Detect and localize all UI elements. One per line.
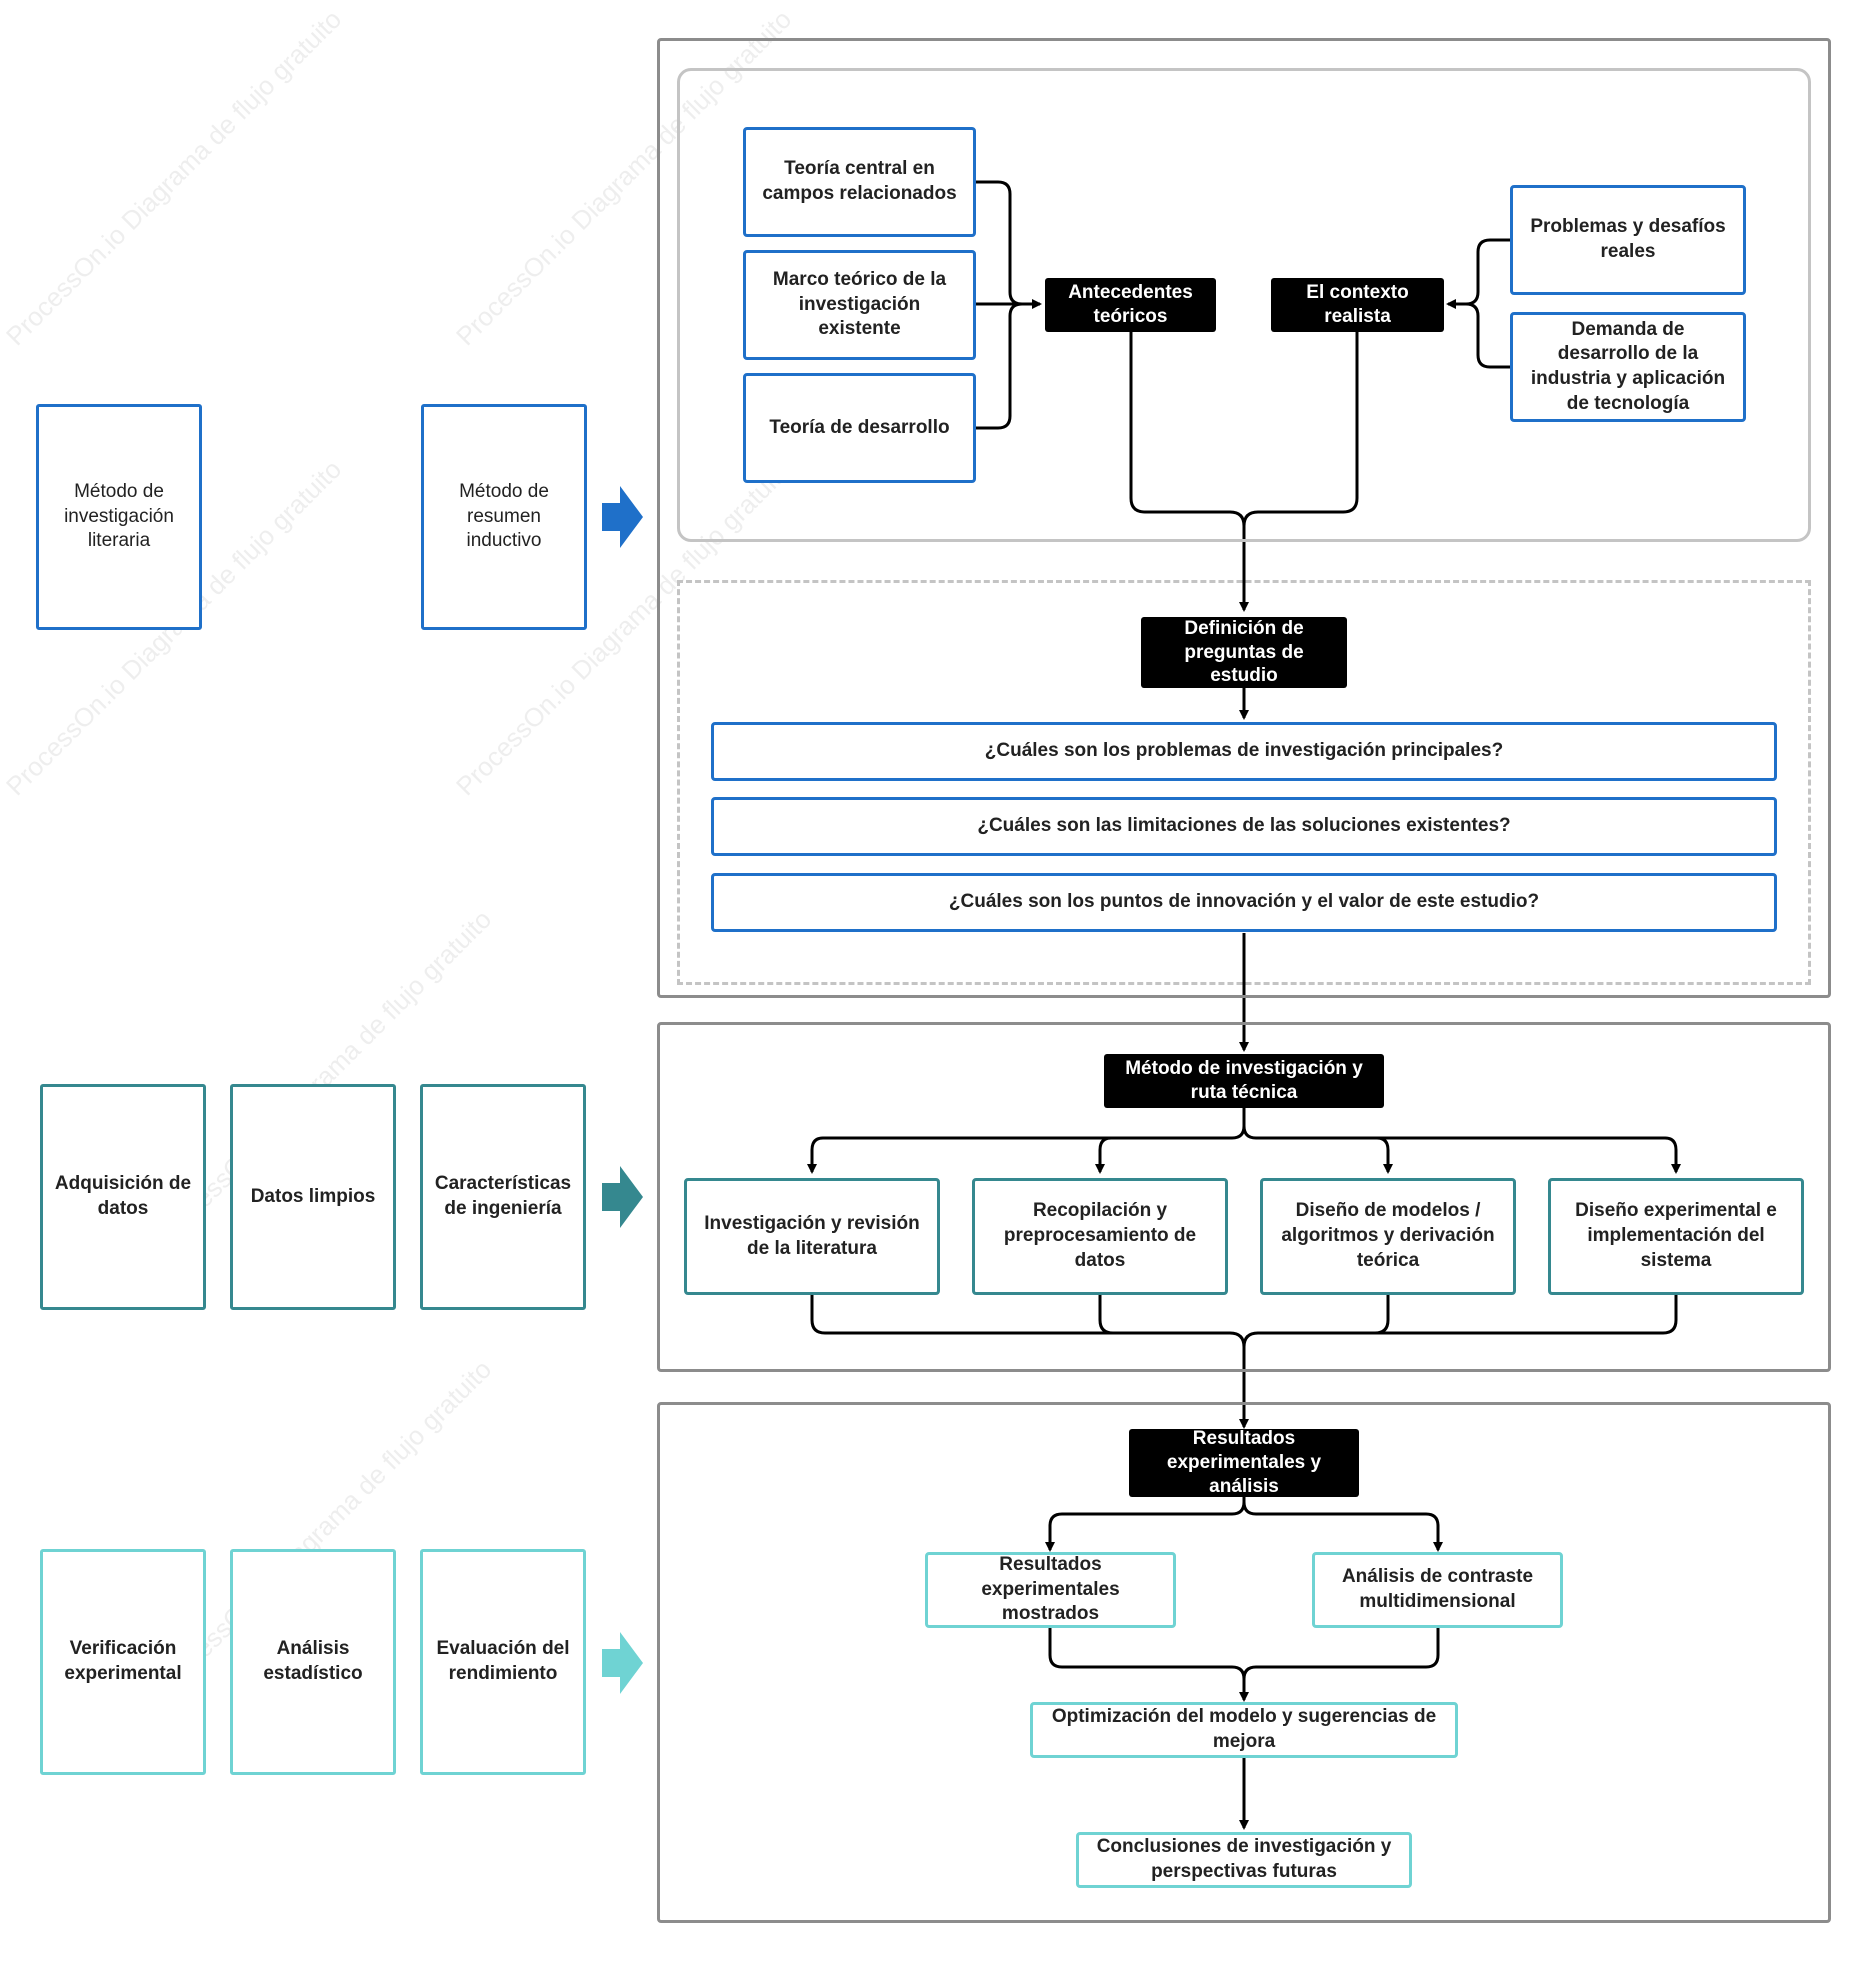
section-research-background <box>657 38 1831 998</box>
context-source-real-problems: Problemas y desafíos reales <box>1510 185 1746 295</box>
step-label: Diseño experimental e implementación del… <box>1575 1200 1777 1271</box>
branch-label: Resultados experimentales mostrados <box>981 1553 1120 1625</box>
left-box-statistical-analysis: Análisis estadístico <box>230 1549 396 1775</box>
step-model-design: Diseño de modelos / algoritmos y derivac… <box>1260 1178 1516 1295</box>
left-box-inductive-method: Método de resumen inductivo <box>421 404 587 630</box>
step-label: Diseño de modelos / algoritmos y derivac… <box>1281 1200 1495 1271</box>
hub-theoretical-background: Antecedentes teóricos <box>1045 278 1216 332</box>
left-box-feature-engineering: Características de ingeniería <box>420 1084 586 1310</box>
hub-experimental-results: Resultados experimentales y análisis <box>1129 1428 1359 1497</box>
section-methods <box>657 1022 1831 1372</box>
context-source-label: Problemas y desafíos reales <box>1530 216 1726 262</box>
theory-source-label: Teoría central en campos relacionados <box>762 158 957 204</box>
definition-label: Definición de preguntas de estudio <box>1184 617 1304 687</box>
hub-label: Método de investigación y ruta técnica <box>1125 1058 1363 1103</box>
left-box-label: Evaluación del rendimiento <box>436 1638 570 1684</box>
left-box-label: Análisis estadístico <box>263 1638 363 1684</box>
left-box-label: Adquisición de datos <box>54 1173 192 1219</box>
step-experimental-design: Diseño experimental e implementación del… <box>1548 1178 1804 1295</box>
left-box-label: Datos limpios <box>250 1185 376 1207</box>
left-box-data-acquisition: Adquisición de datos <box>40 1084 206 1310</box>
optimization-label: Optimización del modelo y sugerencias de… <box>1051 1706 1437 1752</box>
question-label: ¿Cuáles son las limitaciones de las solu… <box>977 815 1511 837</box>
conclusion-label: Conclusiones de investigación y perspect… <box>1096 1836 1392 1882</box>
section-results <box>657 1402 1831 1923</box>
hub-research-method: Método de investigación y ruta técnica <box>1104 1054 1384 1108</box>
left-box-label: Método de investigación literaria <box>64 480 174 552</box>
theory-source-label: Marco teórico de la investigación existe… <box>772 268 947 340</box>
left-box-experimental-verification: Verificación experimental <box>40 1549 206 1775</box>
left-box-performance-evaluation: Evaluación del rendimiento <box>420 1549 586 1775</box>
hub-label: Resultados experimentales y análisis <box>1166 1428 1322 1497</box>
optimization-suggestions: Optimización del modelo y sugerencias de… <box>1030 1702 1458 1758</box>
theory-source-existing-framework: Marco teórico de la investigación existe… <box>743 250 976 360</box>
step-label: Investigación y revisión de la literatur… <box>704 1212 920 1259</box>
question-limitations: ¿Cuáles son las limitaciones de las solu… <box>711 797 1777 856</box>
question-label: ¿Cuáles son los problemas de investigaci… <box>984 740 1504 762</box>
hub-label: Antecedentes teóricos <box>1068 282 1193 327</box>
left-box-clean-data: Datos limpios <box>230 1084 396 1310</box>
background-subpanel <box>677 68 1811 542</box>
right-arrow-teal <box>602 1166 643 1228</box>
questions-subpanel <box>677 580 1811 985</box>
conclusions-future-work: Conclusiones de investigación y perspect… <box>1076 1832 1412 1888</box>
question-main-problems: ¿Cuáles son los problemas de investigaci… <box>711 722 1777 781</box>
left-box-label: Características de ingeniería <box>434 1173 572 1219</box>
step-label: Recopilación y preprocesamiento de datos <box>1003 1200 1197 1271</box>
branch-results-shown: Resultados experimentales mostrados <box>925 1552 1176 1628</box>
left-box-literature-method: Método de investigación literaria <box>36 404 202 630</box>
step-literature-review: Investigación y revisión de la literatur… <box>684 1178 940 1295</box>
theory-source-label: Teoría de desarrollo <box>769 416 950 438</box>
hub-realistic-context: El contexto realista <box>1271 278 1444 332</box>
question-innovation: ¿Cuáles son los puntos de innovación y e… <box>711 873 1777 932</box>
theory-source-core-fields: Teoría central en campos relacionados <box>743 127 976 237</box>
context-source-industry-demand: Demanda de desarrollo de la industria y … <box>1510 312 1746 422</box>
left-box-label: Verificación experimental <box>64 1638 182 1684</box>
hub-label: El contexto realista <box>1306 282 1409 327</box>
right-arrow-cyan <box>602 1632 643 1694</box>
definition-research-questions: Definición de preguntas de estudio <box>1141 617 1347 688</box>
left-box-label: Método de resumen inductivo <box>459 480 549 552</box>
context-source-label: Demanda de desarrollo de la industria y … <box>1530 318 1726 414</box>
theory-source-development: Teoría de desarrollo <box>743 373 976 483</box>
branch-contrast-analysis: Análisis de contraste multidimensional <box>1312 1552 1563 1628</box>
question-label: ¿Cuáles son los puntos de innovación y e… <box>948 891 1540 913</box>
right-arrow-blue <box>602 486 643 548</box>
branch-label: Análisis de contraste multidimensional <box>1341 1566 1534 1612</box>
step-data-preprocessing: Recopilación y preprocesamiento de datos <box>972 1178 1228 1295</box>
